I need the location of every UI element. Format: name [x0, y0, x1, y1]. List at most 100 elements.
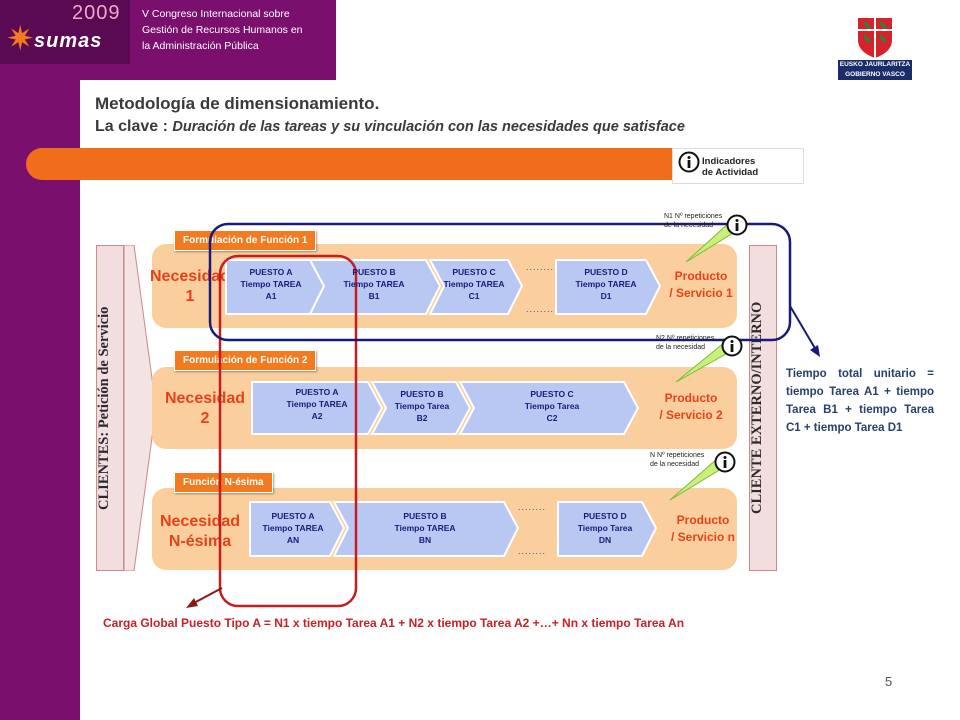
ellipsis-dots: ........ [526, 262, 555, 272]
task-chevron [370, 381, 472, 435]
task-chevron [249, 501, 346, 557]
task-line: DN [598, 535, 612, 545]
task-line: PUESTO C [530, 389, 574, 399]
task-chevron [428, 259, 524, 315]
product-service: / Servicio 2 [659, 408, 723, 422]
subtitle-prefix: La clave : [95, 118, 173, 135]
info-icon [721, 335, 743, 362]
need-label: Necesidad [164, 390, 246, 407]
gobierno-vasco-seal: EUSKO JAURLARITZA GOBIERNO VASCO [836, 14, 914, 80]
task-line: Tiempo TAREA [443, 279, 505, 289]
row-1-highlight [208, 222, 792, 342]
congress-title: V Congreso Internacional sobre Gestión d… [142, 6, 332, 54]
info-icon [714, 451, 736, 478]
carga-arrow-head [186, 598, 198, 608]
task-line: B1 [368, 291, 380, 301]
left-band [0, 0, 80, 720]
task-line: PUESTO D [583, 511, 627, 521]
task-d1: PUESTO D Tiempo TAREA D1 [560, 266, 652, 302]
product-2: Producto / Servicio 2 [646, 390, 736, 424]
rep-line: N2 Nº repeticiones [656, 335, 715, 342]
task-line: Tiempo Tarea [577, 523, 633, 533]
task-line: Tiempo TAREA [240, 279, 302, 289]
coat-of-arms-icon [838, 18, 912, 80]
product-1: Producto / Servicio 1 [660, 268, 742, 302]
indicator-label: Indicadores de Actividad [702, 156, 758, 178]
task-chevron [458, 381, 640, 435]
sumas-logo [0, 0, 130, 64]
task-line: PUESTO B [403, 511, 447, 521]
task-line: A2 [311, 411, 323, 421]
task-line: Tiempo TAREA [394, 523, 456, 533]
logo-name: sumas [34, 30, 103, 52]
info-icon [678, 151, 700, 178]
seal-line: EUSKO JAURLARITZA [839, 61, 911, 68]
function-tag-2: Formulación de Función 2 [174, 350, 317, 371]
ellipsis-dots: ........ [526, 304, 555, 314]
congress-line: Gestión de Recursos Humanos en [142, 24, 303, 36]
task-chevron [557, 501, 658, 557]
congress-line: V Congreso Internacional sobre [142, 8, 290, 20]
task-chevron [332, 501, 520, 557]
task-line: C2 [546, 413, 558, 423]
product-label: Producto [676, 513, 730, 527]
product-label: Producto [664, 391, 718, 405]
task-line: PUESTO D [584, 267, 628, 277]
task-line: PUESTO A [249, 267, 293, 277]
rep-line: N Nº repeticiones [650, 452, 705, 459]
task-line: PUESTO B [400, 389, 444, 399]
task-line: PUESTO A [295, 387, 339, 397]
rep-line: de la necesidad [650, 461, 700, 468]
page-title: Metodología de dimensionamiento. [95, 94, 380, 113]
side-text-arrow [789, 305, 817, 351]
task-line: Tiempo TAREA [343, 279, 405, 289]
task-line: C1 [468, 291, 480, 301]
carga-arrow [191, 587, 223, 605]
function-tag-n: Función N-ésima [174, 472, 273, 493]
need-number: N-ésima [168, 533, 232, 550]
repetitions-note-n: N Nº repeticiones de la necesidad [650, 451, 704, 469]
task-chevron [308, 259, 442, 315]
task-line: D1 [600, 291, 612, 301]
subtitle-italic: Duración de las tareas y su vinculación … [172, 119, 685, 135]
info-icon [726, 214, 748, 241]
total-time-formula: Tiempo total unitario = tiempo Tarea A1 … [786, 368, 934, 434]
task-chevron [251, 381, 384, 435]
rep-line: de la necesidad [664, 222, 714, 229]
page-number: 5 [885, 674, 893, 689]
band-curve [80, 80, 420, 120]
clients-arrow [124, 245, 157, 571]
task-c1: PUESTO C Tiempo TAREA C1 [436, 266, 512, 302]
product-n: Producto / Servicio n [662, 512, 744, 546]
product-service: / Servicio n [670, 530, 736, 544]
task-line: PUESTO C [452, 267, 496, 277]
task-line: B2 [416, 413, 428, 423]
ellipsis-dots: ........ [518, 502, 547, 512]
task-line: Tiempo TAREA [575, 279, 637, 289]
need-number: 2 [200, 410, 210, 427]
global-load-formula: Carga Global Puesto Tipo A = N1 x tiempo… [103, 616, 685, 630]
task-line: AN [286, 535, 300, 545]
seal-line: GOBIERNO VASCO [845, 71, 905, 78]
task-chevron [555, 259, 662, 315]
congress-line: la Administración Pública [142, 40, 259, 52]
logo-year: 2009 [72, 2, 121, 24]
need-2: Necesidad 2 [164, 389, 246, 429]
client-external-band [749, 245, 777, 571]
ellipsis-dots: ........ [518, 546, 547, 556]
task-a2: PUESTO A Tiempo TAREA A2 [262, 386, 372, 422]
puesto-a-highlight [218, 254, 358, 608]
task-line: Tiempo TAREA [262, 523, 324, 533]
task-line: Tiempo TAREA [286, 399, 348, 409]
indicator-line: de Actividad [702, 167, 759, 178]
side-text-arrow-head [810, 345, 820, 357]
